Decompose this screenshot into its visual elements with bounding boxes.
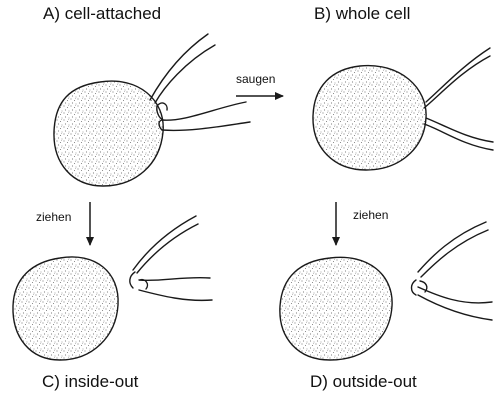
panel-c-title: C) inside-out <box>42 372 138 392</box>
cell-a <box>54 81 163 186</box>
pipette-b <box>424 48 493 150</box>
panel-c-graphic <box>13 216 212 360</box>
cell-c <box>13 257 118 360</box>
panel-b-title: B) whole cell <box>314 4 410 24</box>
saugen-label: saugen <box>236 72 275 86</box>
pipette-c <box>130 216 212 300</box>
cell-d <box>280 257 392 360</box>
panel-a-graphic <box>54 34 250 186</box>
pipette-a <box>150 34 250 130</box>
ziehen-label-left: ziehen <box>36 210 71 224</box>
panel-a-title: A) cell-attached <box>43 4 161 24</box>
pipette-d <box>412 222 493 320</box>
cell-b <box>313 66 426 170</box>
ziehen-label-right: ziehen <box>353 208 388 222</box>
panel-d-title: D) outside-out <box>310 372 417 392</box>
panel-d-graphic <box>280 222 492 360</box>
panel-b-graphic <box>313 48 493 170</box>
